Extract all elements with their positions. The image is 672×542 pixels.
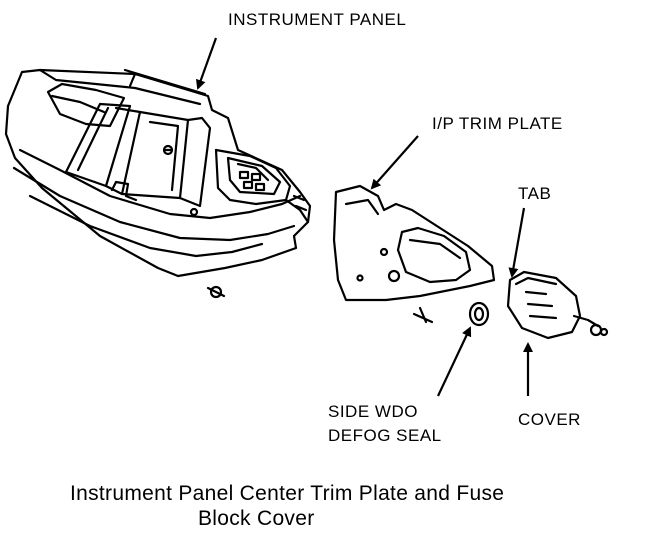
fuse-block-cover-drawing <box>506 270 609 340</box>
side-wdo-label-line1: SIDE WDO <box>328 402 418 421</box>
tab-label: TAB <box>518 184 552 203</box>
leader-arrows <box>196 37 533 397</box>
instrument-panel-drawing <box>4 68 312 299</box>
figure-caption-line1: Instrument Panel Center Trim Plate and F… <box>70 482 505 505</box>
defog-seal-label-line2: DEFOG SEAL <box>328 426 442 445</box>
ip-trim-plate-drawing <box>332 184 496 324</box>
cover-label: COVER <box>518 410 581 429</box>
tab-arrow <box>508 207 526 278</box>
figure-caption-line2: Block Cover <box>198 507 315 530</box>
trim-plate-arrow <box>370 135 419 190</box>
ip-trim-plate-label: I/P TRIM PLATE <box>432 114 563 133</box>
defog-seal-arrow <box>437 326 472 397</box>
instrument-panel-label: INSTRUMENT PANEL <box>228 10 407 29</box>
instrument-panel-arrow <box>196 37 218 90</box>
defog-seal-drawing <box>468 301 490 327</box>
